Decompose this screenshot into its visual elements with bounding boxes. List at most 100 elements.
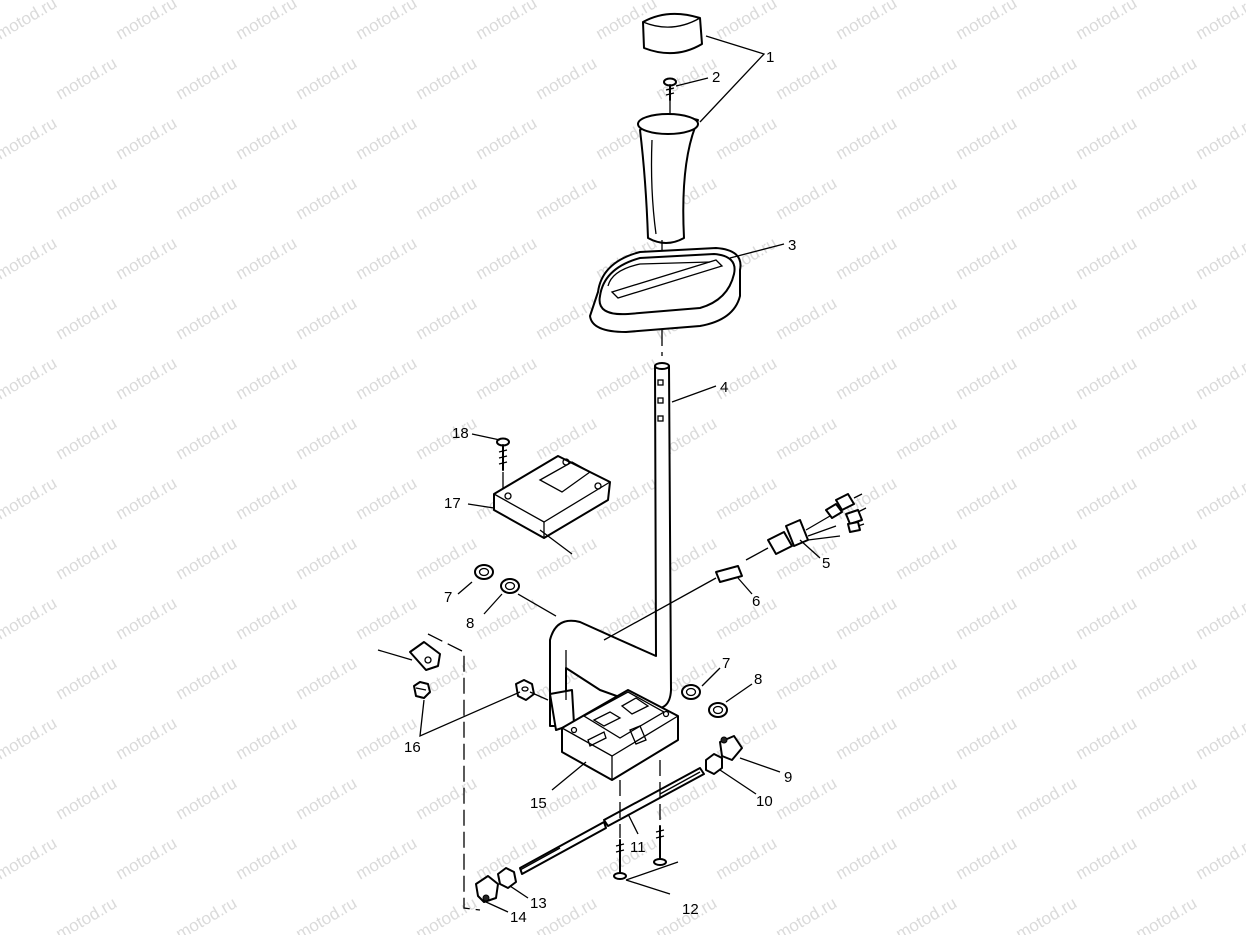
watermark-text: motod.ru <box>713 473 781 523</box>
watermark-text: motod.ru <box>953 113 1021 163</box>
watermark-text: motod.ru <box>0 713 60 763</box>
watermark-text: motod.ru <box>773 893 841 935</box>
watermark-text: motod.ru <box>1193 353 1246 403</box>
watermark-text: motod.ru <box>713 113 781 163</box>
watermark-text: motod.ru <box>1133 413 1201 463</box>
watermark-text: motod.ru <box>953 713 1021 763</box>
watermark-text: motod.ru <box>113 713 181 763</box>
watermark-text: motod.ru <box>413 53 481 103</box>
watermark-text: motod.ru <box>233 233 301 283</box>
watermark-text: motod.ru <box>713 593 781 643</box>
watermark-text: motod.ru <box>353 473 421 523</box>
watermark-text: motod.ru <box>833 833 901 883</box>
watermark-text: motod.ru <box>113 593 181 643</box>
watermark-text: motod.ru <box>953 833 1021 883</box>
shift-knob-cap <box>642 12 703 55</box>
watermark-text: motod.ru <box>1073 833 1141 883</box>
watermark-text: motod.ru <box>353 833 421 883</box>
callout-2: 2 <box>712 69 720 86</box>
callout-9: 9 <box>784 769 792 786</box>
tie-rod-end-lower <box>475 875 499 903</box>
watermark-text: motod.ru <box>53 773 121 823</box>
watermark-text: motod.ru <box>1013 653 1081 703</box>
watermark-text: motod.ru <box>833 0 901 43</box>
watermark-text: motod.ru <box>893 533 961 583</box>
watermark-text: motod.ru <box>1133 533 1201 583</box>
watermark-text: motod.ru <box>293 533 361 583</box>
watermark-text: motod.ru <box>473 113 541 163</box>
watermark-text: motod.ru <box>773 173 841 223</box>
watermark-text: motod.ru <box>1073 0 1141 43</box>
watermark-text: motod.ru <box>53 53 121 103</box>
watermark-text: motod.ru <box>953 473 1021 523</box>
watermark-text: motod.ru <box>713 833 781 883</box>
watermark-text: motod.ru <box>293 413 361 463</box>
watermark-text: motod.ru <box>1013 53 1081 103</box>
watermark-text: motod.ru <box>53 533 121 583</box>
callout-15: 15 <box>530 795 547 812</box>
callout-16: 16 <box>404 739 421 756</box>
watermark-text: motod.ru <box>1193 0 1246 43</box>
watermark-text: motod.ru <box>0 473 60 523</box>
watermark-text: motod.ru <box>413 293 481 343</box>
watermark-text: motod.ru <box>173 173 241 223</box>
callout-7-left: 7 <box>444 589 452 606</box>
watermark-text: motod.ru <box>1133 653 1201 703</box>
watermark-text: motod.ru <box>953 233 1021 283</box>
watermark-text: motod.ru <box>1013 893 1081 935</box>
watermark-text: motod.ru <box>53 293 121 343</box>
watermark-text: motod.ru <box>173 773 241 823</box>
watermark-text: motod.ru <box>353 0 421 43</box>
watermark-text: motod.ru <box>233 113 301 163</box>
watermark-text: motod.ru <box>353 353 421 403</box>
lever-clevis <box>377 641 441 671</box>
callout-18: 18 <box>452 425 469 442</box>
callout-4: 4 <box>720 379 728 396</box>
watermark-text: motod.ru <box>173 653 241 703</box>
watermark-text: motod.ru <box>893 173 961 223</box>
watermark-text: motod.ru <box>653 53 721 103</box>
watermark-text: motod.ru <box>173 893 241 935</box>
watermark-text: motod.ru <box>1193 833 1246 883</box>
watermark-text: motod.ru <box>53 653 121 703</box>
leader-lines <box>419 35 821 913</box>
watermark-text: motod.ru <box>413 773 481 823</box>
nut-center <box>515 679 535 701</box>
watermark-text: motod.ru <box>113 833 181 883</box>
watermark-text: motod.ru <box>1133 773 1201 823</box>
watermark-text: motod.ru <box>1133 293 1201 343</box>
watermark-text: motod.ru <box>293 53 361 103</box>
watermark-text: motod.ru <box>173 413 241 463</box>
watermark-text: motod.ru <box>353 233 421 283</box>
watermark-text: motod.ru <box>533 173 601 223</box>
watermark-text: motod.ru <box>1193 233 1246 283</box>
watermark-text: motod.ru <box>0 113 60 163</box>
watermark-text: motod.ru <box>233 0 301 43</box>
jam-nut-lower <box>497 867 517 889</box>
callout-8-left: 8 <box>466 615 474 632</box>
shift-knob-grip <box>637 113 699 244</box>
watermark-text: motod.ru <box>113 0 181 43</box>
watermark-text: motod.ru <box>1133 893 1201 935</box>
watermark-text: motod.ru <box>473 233 541 283</box>
watermark-text: motod.ru <box>833 353 901 403</box>
watermark-text: motod.ru <box>773 53 841 103</box>
callout-17: 17 <box>444 495 461 512</box>
tie-rod-end-upper <box>719 735 743 761</box>
watermark-text: motod.ru <box>53 893 121 935</box>
watermark-text: motod.ru <box>293 173 361 223</box>
shift-gate-boot <box>589 240 742 356</box>
watermark-text: motod.ru <box>1073 593 1141 643</box>
watermark-text: motod.ru <box>53 413 121 463</box>
watermark-text: motod.ru <box>0 593 60 643</box>
watermark-text: motod.ru <box>173 53 241 103</box>
watermark-text: motod.ru <box>173 533 241 583</box>
watermark-text: motod.ru <box>293 293 361 343</box>
watermark-text: motod.ru <box>1073 473 1141 523</box>
watermark-text: motod.ru <box>533 53 601 103</box>
watermark-text: motod.ru <box>833 113 901 163</box>
watermark-text: motod.ru <box>893 773 961 823</box>
watermark-text: motod.ru <box>413 413 481 463</box>
watermark-text: motod.ru <box>1013 293 1081 343</box>
watermark-text: motod.ru <box>1073 233 1141 283</box>
